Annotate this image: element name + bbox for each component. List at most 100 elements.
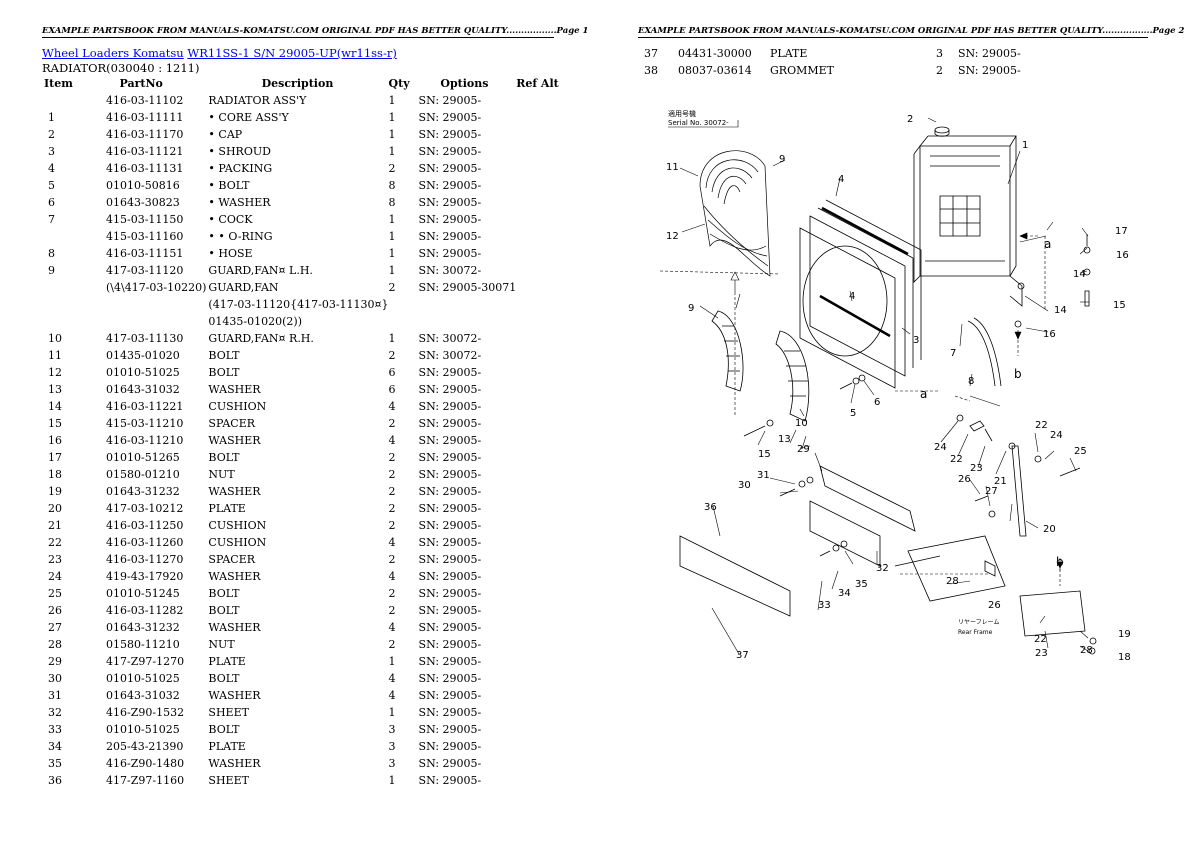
- callout-33: 33: [818, 600, 831, 611]
- callout-1: 1: [1022, 140, 1028, 151]
- cell-description: WASHER: [208, 621, 261, 634]
- callout-19: 19: [1118, 629, 1131, 640]
- diagram-caption-serial: Serial No. 30072-: [668, 119, 729, 127]
- cell-item: [44, 296, 76, 313]
- cell-description: PLATE: [770, 47, 808, 60]
- cell-item: [44, 279, 76, 296]
- callout-30: 30: [738, 480, 751, 491]
- cell-qty: 3: [936, 47, 943, 60]
- cell-partno: 416-Z90-1480: [106, 757, 185, 770]
- cell-partno: 415-03-11150: [106, 213, 184, 226]
- cell-qty: 4: [388, 689, 396, 702]
- cell-description: • COCK: [208, 213, 253, 226]
- cell-partno: 01010-51025: [106, 723, 180, 736]
- cell-partno: 417-03-11120: [106, 264, 184, 277]
- cell-qty: 1: [388, 128, 396, 141]
- cell-item: 31: [48, 689, 62, 702]
- model-link[interactable]: WR11SS-1 S/N 29005-UP(wr11ss-r): [187, 46, 397, 60]
- cell-description: • HOSE: [208, 247, 253, 260]
- cell-partno: 416-03-11260: [106, 536, 184, 549]
- callout-18: 18: [1118, 652, 1131, 663]
- fan-guard-lower-right: [775, 330, 810, 422]
- cell-description: CUSHION: [208, 400, 267, 413]
- callout-3: 3: [913, 335, 919, 346]
- cell-description: SPACER: [208, 553, 256, 566]
- callout-22c: 22: [1034, 634, 1047, 645]
- callout-9a: 9: [779, 154, 785, 165]
- callout-27: 27: [985, 486, 998, 497]
- cell-description: NUT: [208, 638, 235, 651]
- cell-item: 24: [48, 570, 62, 583]
- cell-partno: 01643-31232: [106, 621, 180, 634]
- cell-qty: 6: [388, 366, 396, 379]
- cell-qty: 2: [388, 468, 396, 481]
- callout-7: 7: [950, 348, 956, 359]
- callout-14a: 14: [1073, 269, 1086, 280]
- rear-frame-label-jp: リヤーフレーム: [958, 619, 999, 626]
- cell-options: SN: 29005-: [418, 604, 482, 617]
- cell-options: SN: 29005-: [418, 213, 482, 226]
- cell-options: SN: 29005-: [418, 723, 482, 736]
- cell-qty: 2: [388, 638, 396, 651]
- cell-partno: 01580-11210: [106, 638, 180, 651]
- cell-qty: 1: [388, 145, 396, 158]
- cell-options: SN: 30072-: [418, 332, 482, 345]
- cell-qty: 2: [388, 553, 396, 566]
- radiator-exploded-diagram: 適用号機 Serial No. 30072-: [659, 109, 1131, 663]
- cell-description: BOLT: [208, 604, 240, 617]
- cell-partno: 01010-50816: [106, 179, 180, 192]
- cell-qty: 1: [388, 332, 396, 345]
- cell-partno: 416-03-11102: [106, 94, 184, 107]
- parts-table: Item PartNo Description Qty Options Ref …: [44, 76, 576, 789]
- callout-10: 10: [795, 418, 808, 429]
- cell-qty: 2: [936, 64, 943, 77]
- callout-23a: 23: [970, 463, 983, 474]
- cell-description: GUARD,FAN: [208, 281, 279, 294]
- cell-partno: 08037-03614: [678, 64, 752, 77]
- shroud-assembly: [799, 199, 922, 389]
- page-title: RADIATOR(030040 : 1211): [42, 61, 200, 75]
- cell-description: BOLT: [208, 366, 240, 379]
- cell-options: SN: 29005-: [418, 230, 482, 243]
- callout-24b: 24: [1050, 430, 1063, 441]
- cell-description: • CAP: [208, 128, 243, 141]
- cell-partno: 01643-30823: [106, 196, 180, 209]
- cell-options: SN: 29005-: [418, 179, 482, 192]
- cell-item: 20: [48, 502, 62, 515]
- cell-item: 37: [644, 47, 658, 60]
- cell-options: SN: 29005-: [418, 502, 482, 515]
- category-link[interactable]: Wheel Loaders Komatsu: [42, 46, 184, 60]
- callout-28b: 28: [1080, 645, 1093, 656]
- cell-partno: 01643-31232: [106, 485, 180, 498]
- cell-item: 10: [48, 332, 62, 345]
- breadcrumb: Wheel Loaders Komatsu WR11SS-1 S/N 29005…: [42, 46, 397, 60]
- cell-partno: 416-03-11282: [106, 604, 184, 617]
- cell-partno: 416-03-11270: [106, 553, 184, 566]
- cell-item: 8: [48, 247, 55, 260]
- callout-15a: 15: [758, 449, 771, 460]
- cell-qty: 2: [388, 604, 396, 617]
- cell-item: 12: [48, 366, 62, 379]
- callout-21: 21: [994, 476, 1007, 487]
- cell-description: • SHROUD: [208, 145, 271, 158]
- cell-partno: 01010-51025: [106, 672, 180, 685]
- cell-partno: 01643-31032: [106, 383, 180, 396]
- callout-17: 17: [1115, 226, 1128, 237]
- callout-23b: 23: [1035, 648, 1048, 659]
- cell-description: SPACER: [208, 417, 256, 430]
- cell-item: 15: [48, 417, 62, 430]
